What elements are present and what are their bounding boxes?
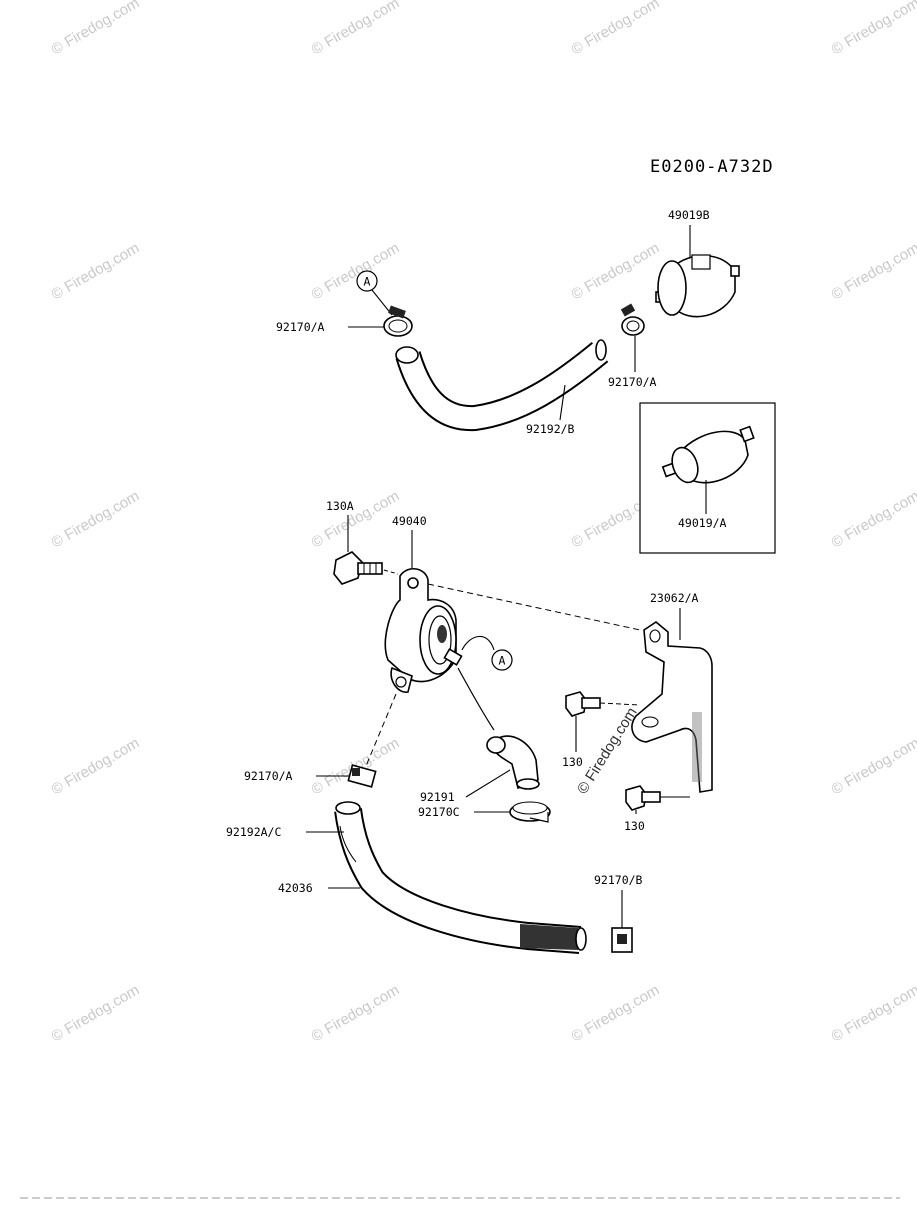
reference-marker-label: A xyxy=(364,275,371,289)
fuel-pump xyxy=(385,569,461,692)
assembly-dashed-line xyxy=(428,584,640,630)
elbow-hose xyxy=(458,668,539,789)
hose-clamp-lower-right xyxy=(612,928,632,952)
bolt-130a xyxy=(334,552,382,584)
watermark-layer: © Firedog.com © Firedog.com © Firedog.co… xyxy=(49,0,917,1045)
watermark: © Firedog.com xyxy=(309,487,403,551)
callout-92192b: 92192/B xyxy=(526,422,575,436)
callout-49019b: 49019B xyxy=(668,208,710,222)
fuel-filter-top xyxy=(656,255,739,317)
callout-92170a-top-left: 92170/A xyxy=(276,320,325,334)
mounting-bracket xyxy=(632,622,712,792)
callout-42036: 42036 xyxy=(278,881,313,895)
callout-130-upper: 130 xyxy=(562,755,583,769)
reference-marker-label: A xyxy=(499,654,506,668)
hose-clamp-pump xyxy=(348,765,375,787)
callout-92191: 92191 xyxy=(420,790,455,804)
reference-marker-a-top: A xyxy=(357,271,377,291)
watermark: © Firedog.com xyxy=(49,239,143,303)
callout-92192ac: 92192A/C xyxy=(226,825,281,839)
watermark: © Firedog.com xyxy=(829,0,917,58)
watermark: © Firedog.com xyxy=(569,0,663,58)
hose-clamp-elbow xyxy=(510,802,550,822)
fuel-hose-lower xyxy=(336,802,586,950)
watermark: © Firedog.com xyxy=(569,239,663,303)
reference-marker-a-pump: A xyxy=(492,650,512,670)
callout-92170a-top-right: 92170/A xyxy=(608,375,657,389)
callout-130-lower: 130 xyxy=(624,819,645,833)
callout-92170b: 92170/B xyxy=(594,873,643,887)
watermark: © Firedog.com xyxy=(574,704,641,797)
watermark: © Firedog.com xyxy=(309,0,403,58)
callout-92170a-pump: 92170/A xyxy=(244,769,293,783)
diagram-code: E0200-A732D xyxy=(650,157,774,177)
leader-line xyxy=(462,636,494,650)
leader-line xyxy=(466,770,510,797)
watermark: © Firedog.com xyxy=(49,0,143,58)
callout-49040: 49040 xyxy=(392,514,427,528)
fuel-hose-top xyxy=(396,340,606,418)
watermark: © Firedog.com xyxy=(569,981,663,1045)
watermark: © Firedog.com xyxy=(829,981,917,1045)
watermark: © Firedog.com xyxy=(829,239,917,303)
bolt-130-upper xyxy=(566,692,600,716)
watermark: © Firedog.com xyxy=(309,981,403,1045)
watermark: © Firedog.com xyxy=(49,981,143,1045)
watermark: © Firedog.com xyxy=(829,487,917,551)
hose-clamp-top-right xyxy=(621,304,644,335)
watermark: © Firedog.com xyxy=(49,734,143,798)
callout-49019a: 49019/A xyxy=(678,516,727,530)
watermark: © Firedog.com xyxy=(309,239,403,303)
inset-box xyxy=(640,403,775,553)
callout-23062a: 23062/A xyxy=(650,591,699,605)
watermark: © Firedog.com xyxy=(49,487,143,551)
watermark: © Firedog.com xyxy=(829,734,917,798)
callout-92170c: 92170C xyxy=(418,805,460,819)
bolt-130-lower xyxy=(626,786,660,810)
callout-130a: 130A xyxy=(326,499,354,513)
